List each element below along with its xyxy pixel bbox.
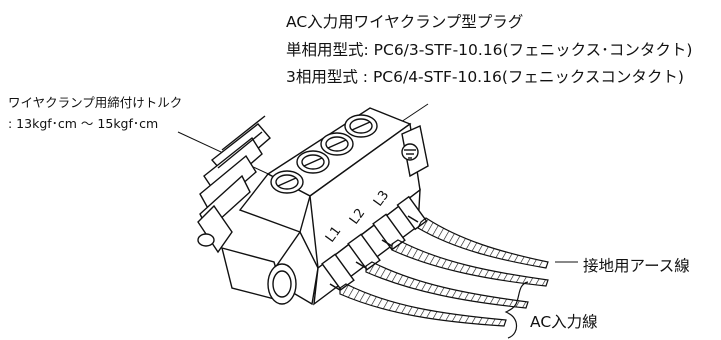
screw-head-3 (320, 132, 354, 156)
screw-head-2 (296, 150, 330, 174)
clamp-screws (270, 114, 378, 194)
ac-input-wire-label: AC入力線 (530, 313, 598, 331)
torque-value: : 13kgf･cm ～ 15kgf･cm (8, 116, 159, 131)
earth-wire-label: 接地用アース線 (583, 257, 690, 275)
ac-wire-1 (391, 239, 549, 287)
terminal-label-l2: L2 (347, 206, 368, 227)
plug-title: AC入力用ワイヤクランプ型プラグ (286, 13, 524, 31)
terminal-label-l1: L1 (323, 224, 344, 245)
three-phase-model: 3相用型式 : PC6/4-STF-10.16(フェニックスコンタクト) (286, 68, 684, 86)
ac-wires-brace (504, 281, 529, 339)
terminal-label-l3: L3 (371, 188, 392, 209)
torque-label: ワイヤクランプ用締付けトルク (8, 95, 183, 110)
screw-head-4 (344, 114, 378, 138)
ac-wire-2 (365, 261, 529, 309)
wires (329, 215, 549, 327)
single-phase-model: 単相用型式: PC6/3-STF-10.16(フェニックス･コンタクト) (286, 41, 693, 59)
earth-wire (417, 217, 549, 269)
screw-head-1 (270, 170, 304, 194)
ac-wire-3 (339, 283, 507, 327)
